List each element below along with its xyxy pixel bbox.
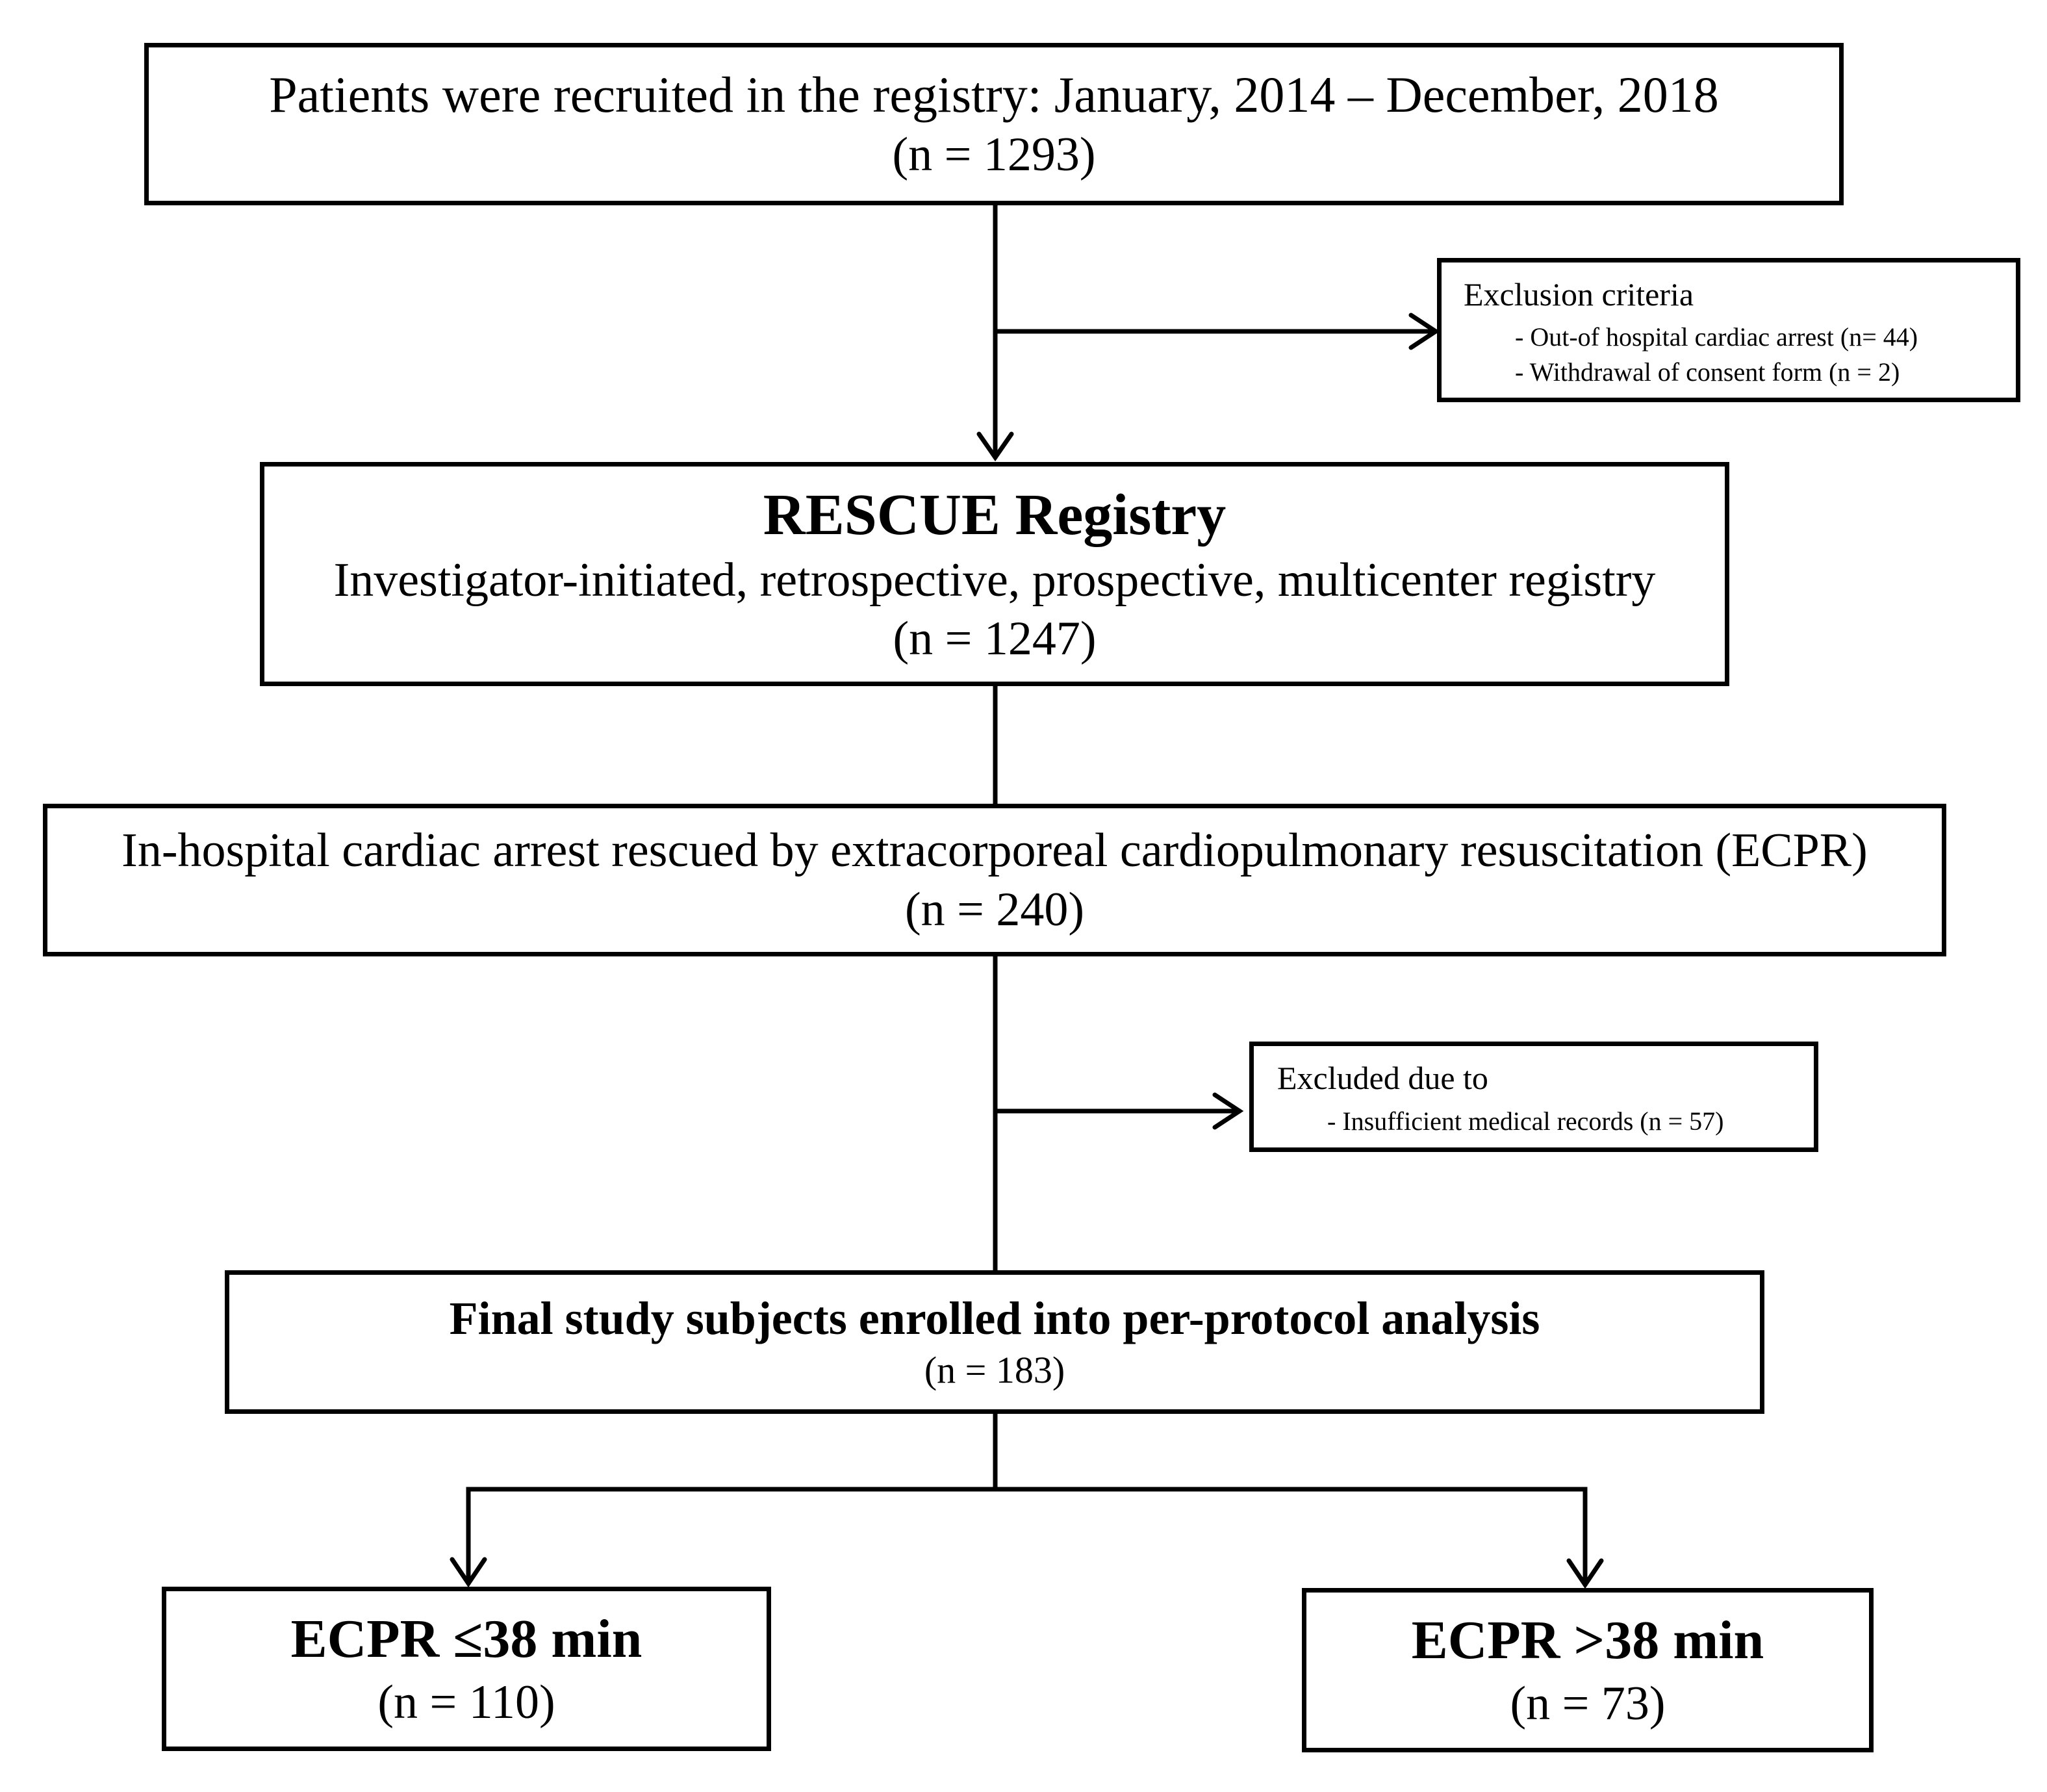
excluded-title: Excluded due to — [1277, 1060, 1488, 1096]
arrowhead-group-right — [1566, 1558, 1604, 1589]
group-count: (n = 73) — [1510, 1676, 1666, 1730]
recruitment-text: Patients were recruited in the registry:… — [269, 66, 1719, 123]
registry-title: RESCUE Registry — [763, 483, 1227, 548]
registry-subtitle: Investigator-initiated, retrospective, p… — [333, 554, 1656, 608]
excluded-item: - Insufficient medical records (n = 57) — [1327, 1107, 1724, 1136]
exclusion-item: - Withdrawal of consent form (n = 2) — [1515, 357, 1900, 387]
group-title: ECPR ≤38 min — [290, 1609, 642, 1670]
ihca-ecpr-box: In-hospital cardiac arrest rescued by ex… — [43, 804, 1946, 956]
exclusion-criteria-title: Exclusion criteria — [1464, 276, 1694, 313]
group-count: (n = 110) — [377, 1675, 555, 1729]
group-box-ecpr-le-38: ECPR ≤38 min (n = 110) — [162, 1587, 771, 1751]
final-subjects-title: Final study subjects enrolled into per-p… — [449, 1292, 1540, 1345]
group-title: ECPR >38 min — [1411, 1610, 1764, 1671]
arrowhead-registry — [976, 431, 1014, 462]
excluded-box: Excluded due to - Insufficient medical r… — [1249, 1042, 1818, 1152]
recruitment-box: Patients were recruited in the registry:… — [144, 43, 1844, 205]
group-box-ecpr-gt-38: ECPR >38 min (n = 73) — [1302, 1588, 1874, 1752]
registry-box: RESCUE Registry Investigator-initiated, … — [260, 462, 1729, 686]
arrowhead-group-left — [450, 1557, 487, 1588]
final-subjects-box: Final study subjects enrolled into per-p… — [225, 1270, 1764, 1414]
final-subjects-count: (n = 183) — [924, 1349, 1065, 1392]
arrowhead-exclusion — [1408, 313, 1440, 350]
ihca-ecpr-count: (n = 240) — [904, 882, 1085, 936]
exclusion-item: - Out-of hospital cardiac arrest (n= 44) — [1515, 322, 1918, 352]
arrowhead-excluded — [1212, 1092, 1244, 1130]
recruitment-count: (n = 1293) — [892, 128, 1096, 182]
registry-count: (n = 1247) — [893, 612, 1097, 666]
exclusion-criteria-box: Exclusion criteria - Out-of hospital car… — [1437, 258, 2020, 402]
ihca-ecpr-text: In-hospital cardiac arrest rescued by ex… — [121, 824, 1868, 878]
